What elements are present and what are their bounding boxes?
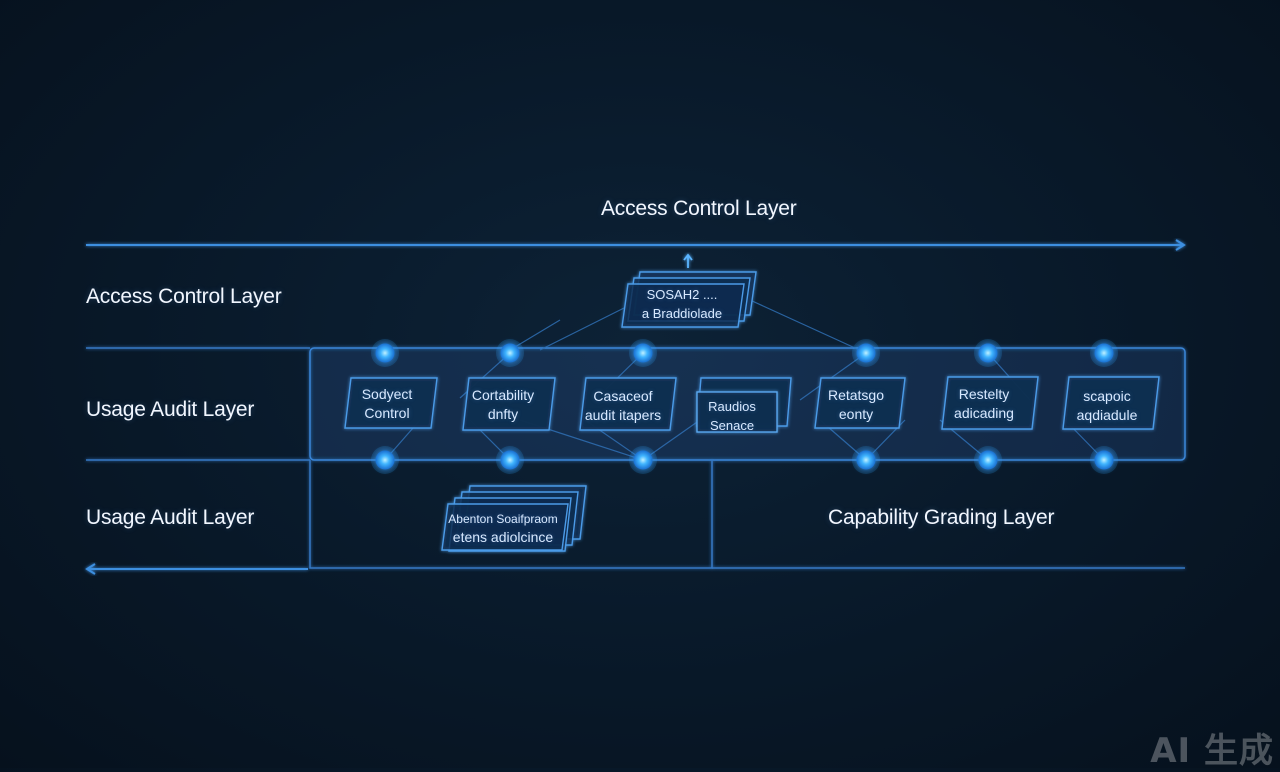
node-2-5 — [978, 450, 998, 470]
bottom-card-stack — [441, 485, 587, 552]
bottom-frames — [309, 460, 1185, 569]
watermark: AI 生成 — [1150, 731, 1274, 771]
top-card-text: SOSAH2 .... a Braddiolade — [626, 285, 738, 323]
card-text-3: Casaceof audit itapers — [576, 387, 670, 425]
node-2-2 — [500, 450, 520, 470]
bottom-card-line1: Abenton Soaifpraom — [448, 512, 558, 526]
node-1-3 — [633, 343, 653, 363]
card-text-6: Restelty adicading — [938, 385, 1030, 423]
bottom-flow-arrow — [85, 563, 308, 575]
connection-nodes — [371, 339, 1118, 474]
capability-grading-label: Capability Grading Layer — [828, 506, 1055, 529]
card-7-line1: scapoic — [1083, 388, 1131, 404]
process-cards — [344, 376, 1160, 433]
top-card-line1: SOSAH2 .... — [646, 287, 718, 302]
card-text-1: Sodyect Control — [343, 385, 431, 423]
top-card-stack — [621, 271, 757, 328]
node-1-6 — [1094, 343, 1114, 363]
row-label-usage-audit-2: Usage Audit Layer — [86, 506, 255, 529]
connector-6 — [642, 419, 701, 461]
card-3-line2: audit itapers — [584, 407, 662, 423]
node-1-4 — [856, 343, 876, 363]
row-label-access-control: Access Control Layer — [86, 285, 282, 308]
card-6-line1: Restelty — [958, 386, 1010, 402]
card-1 — [344, 377, 438, 429]
row-label-usage-audit-1: Usage Audit Layer — [86, 398, 255, 421]
card-7 — [1062, 376, 1160, 430]
card-4-line1: Raudios — [708, 399, 756, 414]
card-6-line2: adicading — [954, 405, 1014, 421]
header-title: Access Control Layer — [601, 197, 797, 220]
card-6 — [941, 376, 1039, 430]
card-5-line2: eonty — [838, 406, 874, 422]
top-card-line2: a Braddiolade — [641, 306, 723, 321]
connector-16 — [509, 319, 561, 351]
connector-13 — [749, 299, 867, 354]
card-2-line1: Cortability — [471, 387, 535, 403]
card-7-line2: aqdiadule — [1076, 407, 1138, 423]
top-flow-arrow — [86, 239, 1186, 251]
card-5-line1: Retatsgo — [827, 387, 885, 403]
node-1-1 — [375, 343, 395, 363]
node-1-5 — [978, 343, 998, 363]
row-dividers — [86, 347, 310, 461]
up-arrow — [683, 253, 693, 268]
connector-12 — [539, 299, 641, 351]
card-text-4: Raudios Senace — [692, 397, 772, 435]
bottom-card-line2: etens adiolcince — [452, 529, 554, 545]
node-2-3 — [633, 450, 653, 470]
card-2-line2: dnfty — [487, 406, 519, 422]
node-2-4 — [856, 450, 876, 470]
card-3-line1: Casaceof — [593, 388, 653, 404]
connector-7 — [799, 352, 867, 401]
card-1-line2: Control — [364, 405, 410, 421]
card-text-5: Retatsgo eonty — [812, 386, 900, 424]
card-text-2: Cortability dnfty — [459, 386, 547, 424]
node-1-2 — [500, 343, 520, 363]
card-4 — [696, 391, 778, 433]
card-5 — [814, 377, 906, 429]
card-1-line1: Sodyect — [361, 386, 413, 402]
card-2 — [462, 377, 556, 431]
bottom-card-text: Abenton Soaifpraom etens adiolcince — [444, 510, 562, 546]
card-4-line2: Senace — [709, 418, 755, 433]
card-text-7: scapoic aqdiadule — [1062, 387, 1152, 425]
node-2-6 — [1094, 450, 1114, 470]
node-2-1 — [375, 450, 395, 470]
card-3 — [579, 377, 677, 431]
